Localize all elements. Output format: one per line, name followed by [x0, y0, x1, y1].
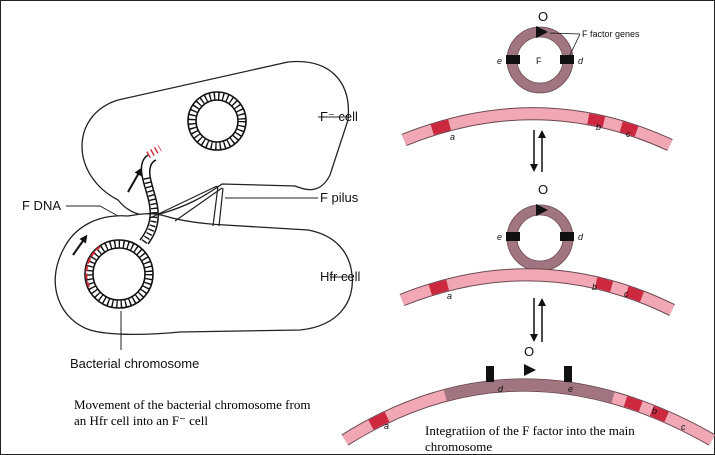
gene-label-c-2: c [624, 289, 629, 299]
label-gene-d: d [578, 56, 584, 66]
equilibrium-arrows-icon [534, 130, 542, 172]
hfr-cell-outline [55, 214, 352, 335]
gene-label-c-1: c [626, 129, 631, 139]
caption-left: Movement of the bacterial chromosome fro… [74, 397, 324, 429]
label-f-pilus: F pilus [320, 190, 359, 205]
label-gene-d-2: d [578, 232, 584, 242]
chromosome-stage-2 [402, 275, 672, 310]
label-bacterial-chromosome: Bacterial chromosome [70, 356, 199, 371]
label-hfr-cell: Hfr cell [320, 269, 361, 284]
label-origin-2: O [538, 182, 548, 197]
label-f-factor-genes: F factor genes [582, 29, 640, 39]
f-factor-plasmid-docking [506, 204, 574, 271]
equilibrium-arrows-icon [534, 298, 542, 342]
label-gene-e: e [497, 56, 502, 66]
label-origin: O [538, 9, 548, 24]
label-gene-e-3: e [568, 384, 573, 394]
gene-label-b-2: b [592, 282, 597, 292]
gene-label-b-1: b [596, 122, 601, 132]
gene-label-a-3: a [384, 421, 389, 431]
label-gene-e-2: e [497, 232, 502, 242]
label-origin-3: O [524, 344, 534, 359]
label-plasmid-f: F [536, 56, 542, 66]
label-f-minus-cell: F⁻ cell [320, 109, 358, 124]
label-f-dna: F DNA [22, 198, 61, 213]
gene-label-b-3: b [652, 406, 657, 416]
gene-label-a-2: a [447, 291, 452, 301]
caption-right: Integratiion of the F factor into the ma… [425, 423, 685, 455]
gene-label-a-1: a [450, 132, 455, 142]
